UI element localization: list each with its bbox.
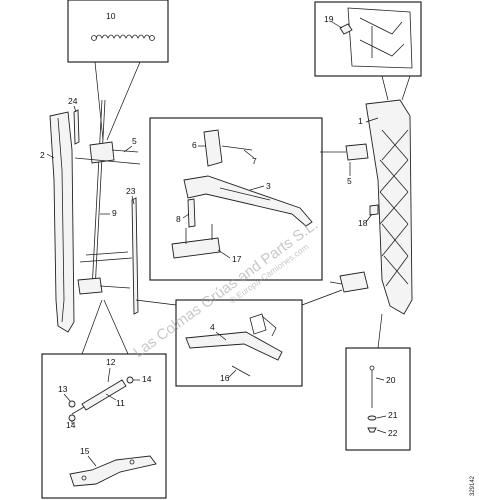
pin-8 [187, 198, 196, 228]
lever-4-pivot [249, 313, 267, 335]
clip-part [339, 23, 353, 35]
callout-10: 10 [106, 11, 116, 21]
inset-rod-box [345, 347, 411, 451]
inset-rod-leader [377, 313, 383, 349]
inset-spring-box [67, 0, 169, 63]
gas-strut-rod [71, 406, 85, 415]
right-lower-latch [339, 271, 369, 293]
ball-joint-14-right [126, 376, 134, 384]
tall-clip-24 [73, 109, 80, 145]
cap-18 [369, 204, 379, 216]
callout-20: 20 [386, 375, 396, 385]
washer-21 [367, 415, 377, 421]
callout-21: 21 [388, 410, 398, 420]
right-lower-bolt [329, 281, 343, 285]
bracket-bolt-7 [221, 145, 253, 151]
vertical-rod-inner [94, 99, 106, 291]
plate-hole-b [129, 459, 135, 465]
inset-strut-leader-a [81, 299, 103, 355]
upper-crossbar [74, 157, 141, 165]
callout-15: 15 [80, 446, 90, 456]
callout-14-right: 14 [142, 374, 152, 384]
callout-14-left: 14 [66, 420, 76, 430]
support-arm-3-slot [219, 187, 271, 201]
callout-24: 24 [68, 96, 78, 106]
callout-19: 19 [324, 14, 334, 24]
reference-code: 329142 [470, 475, 476, 496]
lever-4 [185, 331, 283, 361]
lever-4-hinge [261, 315, 277, 337]
crossbar-mid-2 [79, 257, 133, 263]
callout-4: 4 [210, 322, 215, 332]
lower-bolt [99, 285, 131, 289]
gas-strut-11 [81, 379, 127, 411]
callout-leaders [46, 21, 387, 467]
inset-spring-leader-b [106, 61, 141, 141]
support-arm-3 [183, 175, 313, 227]
upper-latch-bracket [89, 141, 115, 164]
callout-5-left: 5 [132, 136, 137, 146]
pedestal-17 [171, 237, 221, 259]
right-upper-latch [345, 143, 369, 161]
vertical-rod [91, 99, 103, 291]
callout-13: 13 [58, 384, 68, 394]
ball-joint-13 [68, 400, 76, 408]
inset-strut-leader-b [103, 299, 129, 355]
lever-screw-16 [231, 365, 251, 377]
callout-16: 16 [220, 373, 230, 383]
callout-1: 1 [358, 116, 363, 126]
callout-8: 8 [176, 214, 181, 224]
right-lattice-panel [365, 99, 413, 315]
inset-clip-leader-a [381, 75, 389, 101]
spring-part [95, 34, 151, 39]
left-trim-panel-edge [57, 117, 65, 323]
callout-3: 3 [266, 181, 271, 191]
callout-11: 11 [116, 398, 125, 408]
callout-12: 12 [106, 357, 116, 367]
inset-spring-leader-a [94, 61, 104, 141]
callout-23: 23 [126, 186, 136, 196]
inset-clip-panel [347, 7, 413, 69]
screw-22 [367, 427, 377, 433]
mounting-plate-15 [69, 455, 157, 487]
lattice-pattern [379, 129, 409, 287]
callout-6: 6 [192, 140, 197, 150]
plate-hole-a [81, 475, 87, 481]
hinge-bracket-6 [203, 129, 223, 167]
inset-clip-leader-b [401, 75, 411, 101]
callout-22: 22 [388, 428, 398, 438]
spring-hook-left [91, 35, 97, 41]
left-trim-panel [49, 111, 75, 333]
crossbar-mid [85, 251, 129, 256]
lower-latch-bracket [77, 277, 103, 295]
callout-7: 7 [252, 156, 257, 166]
callout-9: 9 [112, 208, 117, 218]
callout-17: 17 [232, 254, 242, 264]
callout-18: 18 [358, 218, 368, 228]
rod-20-cap [369, 365, 375, 371]
inset-clip-box [314, 1, 422, 77]
callout-2: 2 [40, 150, 45, 160]
inset-lever-leader-b [301, 289, 343, 306]
spring-hook-right [149, 35, 155, 41]
inset-lever-leader-a [135, 299, 177, 306]
callout-5-right: 5 [347, 176, 352, 186]
strip-23 [131, 197, 139, 315]
callout-labels: 1 2 3 4 5 5 6 7 8 9 10 11 12 13 14 14 15… [40, 11, 398, 456]
